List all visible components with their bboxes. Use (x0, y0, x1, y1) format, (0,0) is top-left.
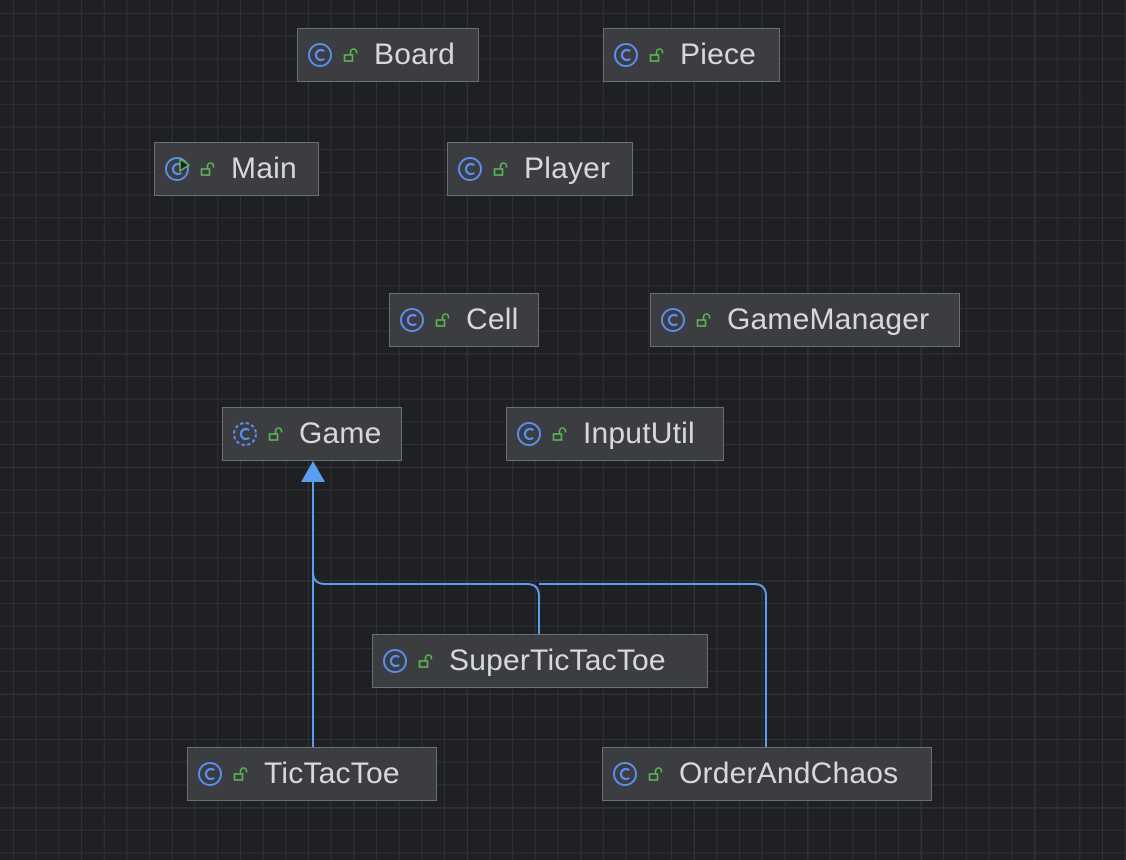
unlocked-icon (233, 766, 249, 782)
class-name: OrderAndChaos (679, 757, 899, 790)
class-node-player[interactable]: Player (447, 142, 633, 196)
class-name: TicTacToe (264, 757, 400, 790)
class-node-inpututil[interactable]: InputUtil (506, 407, 724, 461)
class-icon (197, 761, 223, 787)
class-name: GameManager (727, 303, 930, 336)
runnable-class-icon (164, 156, 190, 182)
class-node-game[interactable]: Game (222, 407, 402, 461)
unlocked-icon (648, 766, 664, 782)
unlocked-icon (696, 312, 712, 328)
unlocked-icon (493, 161, 509, 177)
abstract-class-icon (232, 421, 258, 447)
class-name: InputUtil (583, 417, 695, 450)
class-name: SuperTicTacToe (449, 644, 666, 677)
class-node-main[interactable]: Main (154, 142, 319, 196)
inheritance-arrowhead (301, 461, 325, 482)
class-node-supertictactoe[interactable]: SuperTicTacToe (372, 634, 708, 688)
class-icon (399, 307, 425, 333)
unlocked-icon (418, 653, 434, 669)
edge-orderandchaos-to-game (539, 583, 767, 747)
class-icon (457, 156, 483, 182)
class-node-gamemanager[interactable]: GameManager (650, 293, 960, 347)
class-node-board[interactable]: Board (297, 28, 479, 82)
class-icon (660, 307, 686, 333)
class-icon (613, 42, 639, 68)
class-node-cell[interactable]: Cell (389, 293, 539, 347)
unlocked-icon (343, 47, 359, 63)
unlocked-icon (552, 426, 568, 442)
unlocked-icon (649, 47, 665, 63)
class-name: Cell (466, 303, 519, 336)
class-name: Piece (680, 38, 757, 71)
class-icon (612, 761, 638, 787)
unlocked-icon (268, 426, 284, 442)
class-icon (382, 648, 408, 674)
class-icon (307, 42, 333, 68)
unlocked-icon (435, 312, 451, 328)
class-node-tictactoe[interactable]: TicTacToe (187, 747, 437, 801)
class-icon (516, 421, 542, 447)
unlocked-icon (200, 161, 216, 177)
class-node-piece[interactable]: Piece (603, 28, 780, 82)
class-name: Board (374, 38, 456, 71)
class-name: Player (524, 152, 611, 185)
class-name: Main (231, 152, 297, 185)
class-node-orderandchaos[interactable]: OrderAndChaos (602, 747, 932, 801)
class-name: Game (299, 417, 382, 450)
edge-supertictactoe-to-game (312, 478, 540, 634)
